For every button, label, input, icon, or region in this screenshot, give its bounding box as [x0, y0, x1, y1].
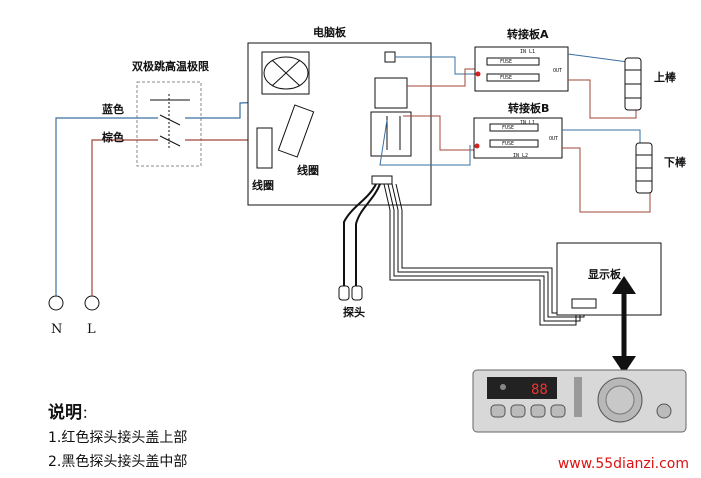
screen-indicator	[500, 384, 506, 390]
panel-button-3[interactable]	[530, 404, 546, 418]
fuse-a2-label: FUSE	[500, 75, 512, 81]
probe-wire-1	[343, 183, 377, 287]
panel-display-digits: 88	[531, 382, 548, 398]
wire-board-b-2	[379, 119, 471, 166]
brown-wire-in	[91, 139, 158, 296]
note-item-2: 2.黑色探头接头盖中部	[48, 454, 188, 470]
connector-bottom	[370, 111, 412, 157]
probe-head-1	[338, 285, 350, 301]
ribbon-line-3	[391, 183, 585, 318]
display-board-label: 显示板	[588, 267, 622, 281]
probe-label: 探头	[343, 305, 365, 319]
fuse-b2-label: FUSE	[502, 141, 514, 147]
arrow-down	[612, 356, 636, 374]
blue-wire-in	[55, 117, 158, 296]
adapter-board-a	[474, 46, 569, 92]
red-dot-b	[474, 143, 480, 149]
board-b-out: OUT	[549, 136, 558, 142]
terminal-n-label: N	[51, 322, 62, 337]
fuse-b1-label: FUSE	[502, 125, 514, 131]
power-button[interactable]	[656, 403, 672, 419]
temp-bar	[574, 377, 582, 417]
display-connector	[571, 298, 597, 309]
board-b-in-l1: IN L1	[520, 120, 535, 126]
blue-wire-label: 蓝色	[102, 102, 124, 116]
note-item-1: 1.红色探头接头盖上部	[48, 430, 188, 446]
red-dot-a	[475, 71, 481, 77]
relay-cross-2	[271, 59, 301, 87]
watermark: www.55dianzi.com	[557, 456, 689, 472]
notes-title: 说明：	[48, 403, 96, 423]
lower-rod-label: 下棒	[664, 155, 687, 169]
terminal-l-circle	[84, 295, 100, 311]
fuse-a1-label: FUSE	[500, 59, 512, 65]
fuse-b1	[489, 123, 539, 132]
control-knob-inner	[605, 385, 635, 415]
wire-rod-down-1	[562, 129, 641, 143]
ribbon-line-1	[383, 183, 577, 326]
relay-box	[261, 51, 310, 95]
computer-board-label: 电脑板	[313, 25, 347, 39]
wire-board-a-2	[407, 68, 475, 87]
panel-button-1[interactable]	[490, 404, 506, 418]
wire-rod-up-1	[567, 53, 629, 63]
upper-rod-label: 上棒	[654, 70, 677, 84]
ribbon-line-2	[387, 183, 581, 322]
board-a-label: 转接板A	[507, 27, 549, 41]
fuse-a1	[486, 57, 540, 66]
coil-right-label: 线圈	[297, 163, 319, 177]
connector-top	[374, 77, 408, 109]
coil-left-label: 线圈	[252, 178, 274, 192]
panel-button-4[interactable]	[550, 404, 566, 418]
wire-rod-up-2	[568, 79, 637, 119]
wire-board-b-1	[403, 115, 475, 151]
thermostat-contact-1	[159, 114, 181, 126]
control-panel-screen	[487, 377, 557, 399]
board-b-label: 转接板B	[508, 101, 549, 115]
thermostat-label: 双极跳高温极限	[132, 59, 209, 73]
computer-board	[247, 42, 432, 206]
probe-connector	[371, 175, 393, 185]
board-b-in-l2: IN L2	[513, 153, 528, 159]
relay-oval	[263, 56, 309, 90]
panel-button-2[interactable]	[510, 404, 526, 418]
board-a-in-l1: IN L1	[520, 49, 535, 55]
board-a-out: OUT	[553, 68, 562, 74]
probe-head-2	[351, 285, 363, 301]
coil-right	[277, 104, 315, 158]
wire-rod-down-2	[562, 147, 651, 213]
fuse-a2	[486, 73, 540, 82]
fuse-b2	[489, 139, 539, 148]
coil-left	[256, 127, 273, 169]
terminal-l-label: L	[87, 322, 96, 337]
probe-wire-2	[355, 183, 381, 287]
thermostat-box	[136, 81, 202, 167]
thermostat-contact-2	[159, 135, 181, 147]
terminal-n-circle	[48, 295, 64, 311]
arrow-up	[612, 276, 636, 294]
brown-wire-label: 棕色	[101, 130, 124, 144]
